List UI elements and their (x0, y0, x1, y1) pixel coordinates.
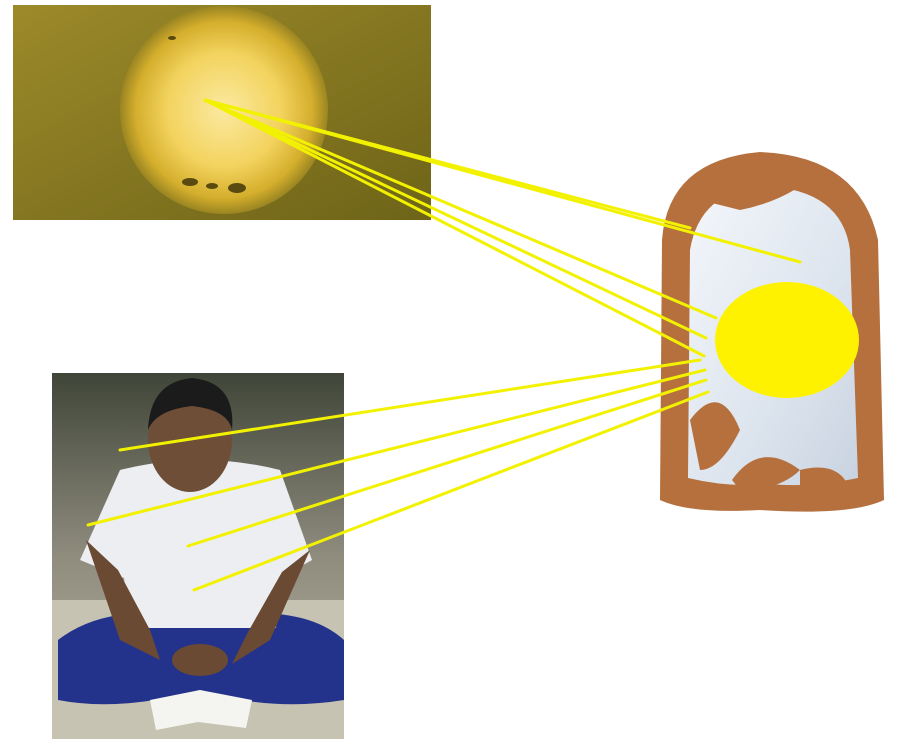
reflected-sun (715, 282, 859, 398)
sun-photo (13, 5, 431, 220)
person-photo (52, 373, 344, 739)
incoming-ray-5 (205, 100, 704, 356)
